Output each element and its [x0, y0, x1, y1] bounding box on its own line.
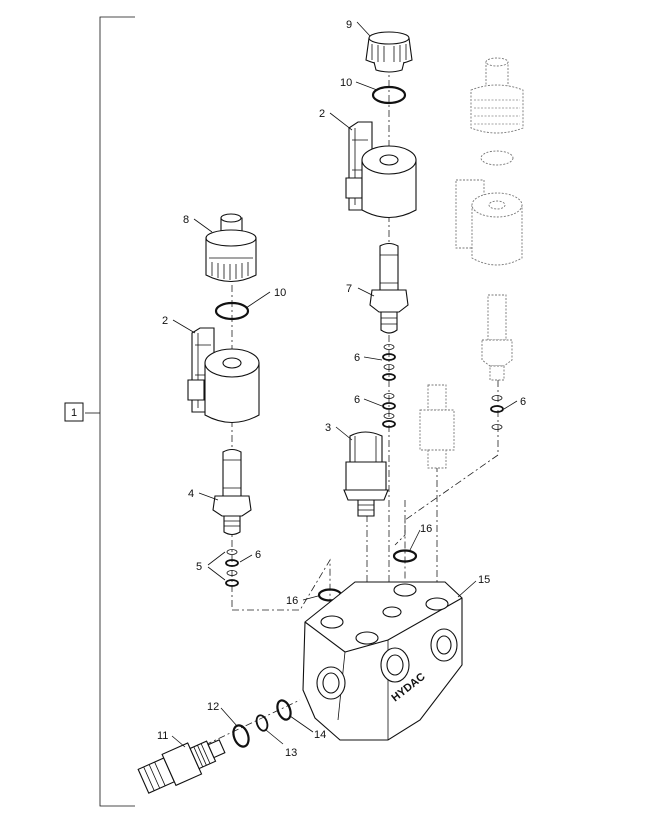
callout-6-middle-lower: 6 — [354, 394, 360, 406]
callout-7: 7 — [346, 283, 352, 295]
part-14-o-ring — [276, 699, 292, 721]
callout-10-left: 10 — [274, 287, 286, 299]
callout-13: 13 — [285, 747, 297, 759]
callout-4: 4 — [188, 488, 194, 500]
callout-16-lower: 16 — [286, 595, 298, 607]
callout-8: 8 — [183, 214, 189, 226]
callout-14: 14 — [314, 729, 326, 741]
ghost-solenoid-coil — [455, 179, 523, 266]
part-5-seal-stack-left — [225, 549, 239, 587]
callout-10-upper: 10 — [340, 77, 352, 89]
part-10-o-ring-upper — [371, 85, 407, 105]
callout-1: 1 — [71, 407, 77, 419]
callout-2-upper: 2 — [319, 108, 325, 120]
ghost-o-ring — [480, 150, 514, 166]
callout-6-right: 6 — [520, 396, 526, 408]
part-12-o-ring — [232, 724, 250, 748]
part-11-plug-valve — [137, 739, 226, 794]
part-13-backup-ring — [255, 714, 269, 732]
callout-6-left: 6 — [255, 549, 261, 561]
callout-11: 11 — [157, 730, 168, 742]
part-10-o-ring-left — [214, 301, 250, 321]
part-2-solenoid-coil-left — [187, 327, 260, 424]
callout-16-upper: 16 — [420, 523, 432, 535]
part-9-cap-nut — [365, 31, 413, 73]
part-8-cap-filter — [205, 213, 257, 283]
part-16-o-ring-upper — [392, 549, 418, 563]
ghost-cartridge-valve — [481, 294, 513, 381]
assembly-label-box: 1 — [64, 402, 84, 422]
callout-15: 15 — [478, 574, 490, 586]
part-6-seal-stack-middle — [382, 344, 396, 428]
callout-3: 3 — [325, 422, 331, 434]
callout-9: 9 — [346, 19, 352, 31]
part-3-pressure-sensor — [343, 431, 389, 517]
ghost-cap-filter — [470, 57, 524, 134]
callout-6-middle-upper: 6 — [354, 352, 360, 364]
part-2-solenoid-coil-upper — [345, 121, 417, 219]
callout-2-left: 2 — [162, 315, 168, 327]
assembly-bracket — [85, 16, 135, 807]
part-4-cartridge-valve — [212, 448, 252, 536]
part-6-seal-stack-right — [490, 395, 504, 430]
callout-12: 12 — [207, 701, 219, 713]
ghost-pressure-sensor — [419, 384, 455, 469]
callout-5: 5 — [196, 561, 202, 573]
part-15-manifold-housing: HYDAC — [302, 581, 463, 741]
part-7-cartridge-valve — [369, 242, 409, 334]
leader-lines — [171, 21, 518, 748]
